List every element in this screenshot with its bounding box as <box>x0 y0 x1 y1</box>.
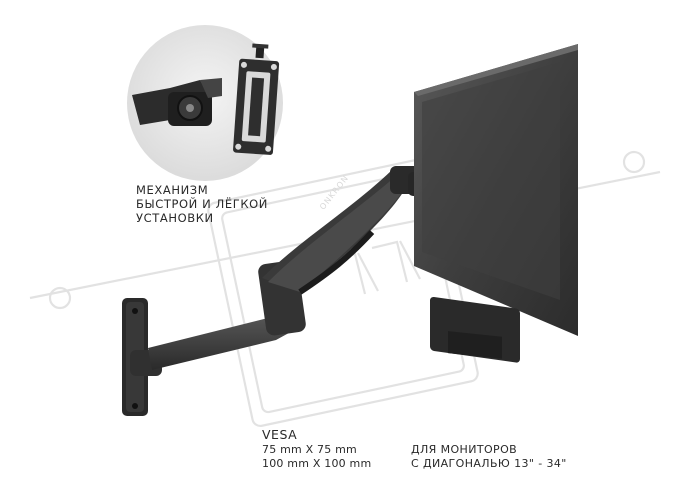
monitor <box>414 44 578 363</box>
mechanism-caption-line: БЫСТРОЙ И ЛЁГКОЙ <box>136 197 268 211</box>
vesa-size: 100 mm X 100 mm <box>262 457 372 470</box>
diagonal-caption: С ДИАГОНАЛЬЮ 13" - 34" <box>411 457 567 470</box>
mechanism-caption: МЕХАНИЗМ БЫСТРОЙ И ЛЁГКОЙ УСТАНОВКИ <box>136 183 268 225</box>
mechanism-inset <box>127 25 283 181</box>
diagonal-caption: ДЛЯ МОНИТОРОВ <box>411 443 518 456</box>
mechanism-caption-line: УСТАНОВКИ <box>136 211 214 225</box>
vesa-title: VESA <box>262 427 298 442</box>
mechanism-caption-line: МЕХАНИЗМ <box>136 183 209 197</box>
vesa-size: 75 mm X 75 mm <box>262 443 357 456</box>
